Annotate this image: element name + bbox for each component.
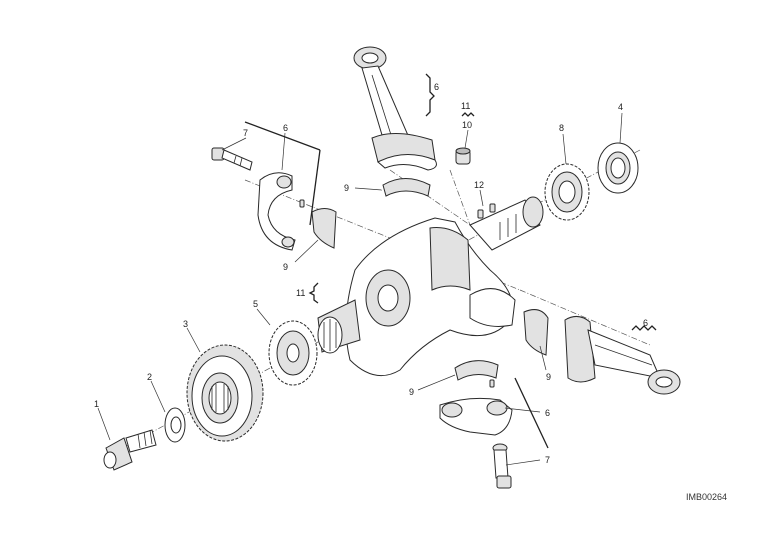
callout-7-top: 7 [243, 128, 248, 138]
drive-gear-small [268, 320, 318, 386]
primary-drive-gear [186, 344, 264, 442]
rod-bolt-bottom [492, 443, 512, 489]
rod-cap-bottom [439, 379, 513, 436]
callout-6-top-rod: 6 [434, 82, 439, 92]
bearing-shell-right [523, 309, 549, 356]
rod-bolt-top [211, 147, 253, 171]
callout-6-right-rod: 6 [643, 318, 648, 328]
washer [164, 407, 186, 443]
plug-screw [455, 147, 471, 165]
callout-11-top: 11 [461, 101, 470, 111]
callout-7-bottom: 7 [545, 455, 550, 465]
callout-6-left-cap: 6 [283, 123, 288, 133]
callout-12: 12 [474, 180, 484, 190]
group-brackets [244, 73, 657, 449]
callout-6-bottom-cap: 6 [545, 408, 550, 418]
bearing-shell-left [311, 208, 337, 249]
ring-nut [597, 142, 639, 194]
connecting-rod-right [564, 316, 681, 395]
rod-cap-left [257, 172, 305, 251]
bearing-shell-upper [382, 178, 431, 197]
connecting-rod-top [353, 46, 437, 171]
callout-4: 4 [618, 102, 623, 112]
callout-labels: 1 2 3 5 4 8 6 6 6 6 7 7 9 9 9 9 10 11 11… [94, 82, 648, 465]
dowel-pins [477, 203, 496, 219]
callout-9-bottom: 9 [409, 387, 414, 397]
crankshaft [317, 196, 544, 377]
callout-8: 8 [559, 123, 564, 133]
callout-11-left: 11 [296, 288, 305, 298]
callout-9-right: 9 [546, 372, 551, 382]
callout-9-upper: 9 [344, 183, 349, 193]
timing-gear-right [544, 163, 590, 221]
crank-bolt [103, 429, 157, 471]
leader-lines [97, 112, 623, 466]
callout-10: 10 [462, 120, 472, 130]
callout-5: 5 [253, 299, 258, 309]
diagram-code: IMB00264 [686, 492, 727, 502]
callout-1: 1 [94, 399, 99, 409]
callout-2: 2 [147, 372, 152, 382]
callout-3: 3 [183, 319, 188, 329]
callout-9-left: 9 [283, 262, 288, 272]
bearing-shell-bottom [454, 360, 499, 381]
